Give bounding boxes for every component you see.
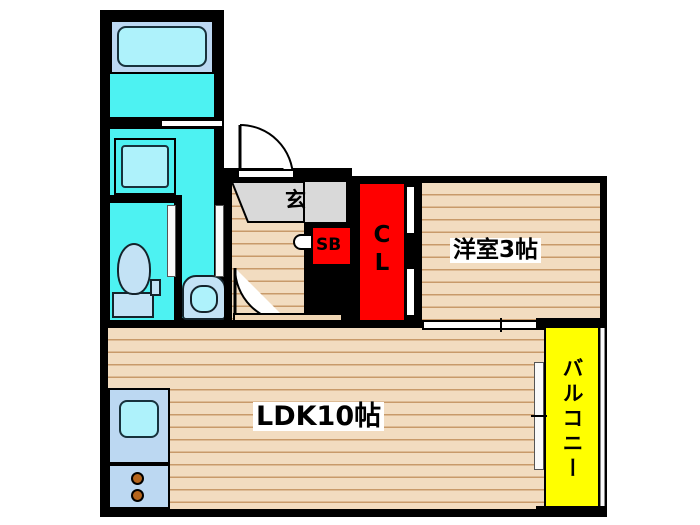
toilet-bowl <box>117 243 151 295</box>
washroom-sliding-door-lower[interactable] <box>215 205 224 277</box>
kitchen-counter-edge <box>233 313 343 322</box>
washbasin-bowl <box>190 285 218 313</box>
entrance-label: 玄 <box>285 188 306 212</box>
sliding-door-divider <box>500 318 502 332</box>
toilet-side-wall <box>174 195 182 320</box>
closet-label: CL <box>369 222 395 278</box>
toilet-tank <box>112 292 154 318</box>
bedroom-label: 洋室3帖 <box>450 238 542 263</box>
closet-block <box>358 182 406 322</box>
toilet-lever <box>150 279 161 296</box>
ldk-label: LDK10帖 <box>253 402 385 431</box>
washing-machine-drum <box>121 145 169 188</box>
balcony-window-divider <box>531 415 547 417</box>
gas-stove <box>108 464 170 509</box>
bathroom-door-panel <box>160 119 224 128</box>
balcony-top-wall <box>536 318 607 328</box>
entrance-door-wall <box>224 168 352 178</box>
kitchen-sink-bowl <box>119 400 159 438</box>
balcony-bottom-wall <box>536 506 607 514</box>
washroom-sliding-door-upper[interactable] <box>167 205 176 277</box>
toilet-partition-wall <box>100 195 182 203</box>
shoe-box-label: SB <box>316 235 342 255</box>
bathtub-basin <box>117 26 207 67</box>
balcony-label: バルコニー <box>560 357 584 482</box>
shoe-box-handle <box>293 234 313 250</box>
stove-burner-front <box>131 472 144 485</box>
stove-burner-back <box>131 489 144 502</box>
balcony-outer-rail <box>600 322 605 512</box>
